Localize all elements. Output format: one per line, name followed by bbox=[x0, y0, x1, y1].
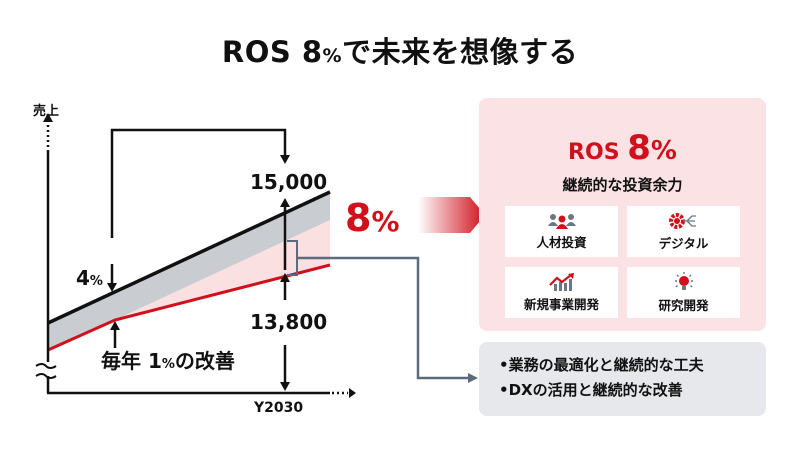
card-new-business: 新規事業開発 bbox=[505, 267, 618, 318]
card-label: デジタル bbox=[658, 235, 709, 251]
ros-panel-subtitle: 継続的な投資余力 bbox=[562, 176, 683, 194]
arrow-to-ros-panel bbox=[418, 197, 485, 233]
target-line bbox=[47, 190, 331, 325]
card-label: 研究開発 bbox=[658, 297, 709, 313]
current-line bbox=[47, 263, 331, 352]
gap-band-gray bbox=[48, 192, 330, 350]
improvement-item: •DXの活用と継続的な改善 bbox=[499, 381, 683, 399]
page-title: ROS 8%で未来を想像する bbox=[221, 35, 579, 69]
x-axis-label: Y2030 bbox=[254, 400, 304, 416]
improvement-list: •業務の最適化と継続的な工夫 •DXの活用と継続的な改善 bbox=[499, 353, 704, 403]
result-8pct: 8% bbox=[345, 196, 400, 240]
gap-label-4pct: 4% bbox=[76, 266, 103, 290]
digital-gear-icon bbox=[668, 212, 696, 229]
growth-chart-icon bbox=[548, 272, 574, 291]
value-13800: 13,800 bbox=[250, 310, 328, 334]
improvement-label: 毎年 1%の改善 bbox=[101, 349, 235, 373]
improvement-item: •業務の最適化と継続的な工夫 bbox=[499, 356, 704, 374]
people-icon bbox=[547, 213, 576, 229]
card-rnd: 研究開発 bbox=[627, 267, 740, 318]
card-hr-investment: 人材投資 bbox=[505, 206, 618, 257]
value-15000: 15,000 bbox=[250, 170, 328, 194]
card-label: 新規事業開発 bbox=[523, 296, 599, 312]
y-axis-label: 売上 bbox=[33, 104, 60, 119]
ros-panel-title: ROS 8% bbox=[568, 128, 677, 168]
card-digital: デジタル bbox=[627, 206, 740, 257]
card-label: 人材投資 bbox=[536, 234, 587, 250]
lightbulb-icon bbox=[674, 271, 693, 290]
improvement-panel bbox=[479, 342, 766, 416]
